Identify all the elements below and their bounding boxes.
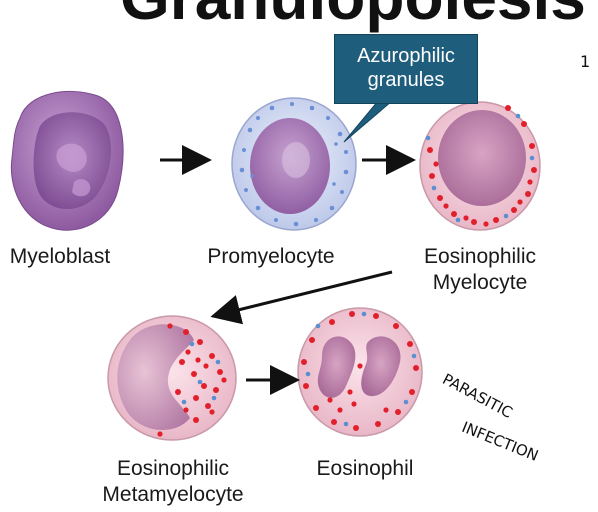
label-promyelocyte: Promyelocyte [207,245,335,268]
page-title: Granulopoiesis [120,0,586,34]
eosinophilic-myelocyte-cell [419,101,541,231]
label-eosinophilic-metamyelocyte-line2: Metamyelocyte [102,483,244,506]
arrow-myelocyte-to-metamyelocyte [210,270,393,325]
label-eosinophil: Eosinophil [316,457,414,480]
callout-line-2: granules [367,69,445,91]
eosinophil-cell [297,307,423,437]
label-eosinophilic-myelocyte-line2: Myelocyte [432,271,528,294]
eosinophilic-metamyelocyte-cell [107,315,237,441]
azurophilic-granules-callout: Azurophilic granules [334,34,478,104]
label-eosinophilic-metamyelocyte-line1: Eosinophilic [116,457,230,480]
callout-pointer [343,100,394,143]
page-marker: 1 [580,52,591,71]
label-eosinophilic-myelocyte-line1: Eosinophilic [423,245,537,268]
myeloblast-cell [10,90,124,231]
label-myeloblast: Myeloblast [9,245,111,268]
callout-line-1: Azurophilic [357,45,455,67]
promyelocyte-cell [231,97,357,231]
